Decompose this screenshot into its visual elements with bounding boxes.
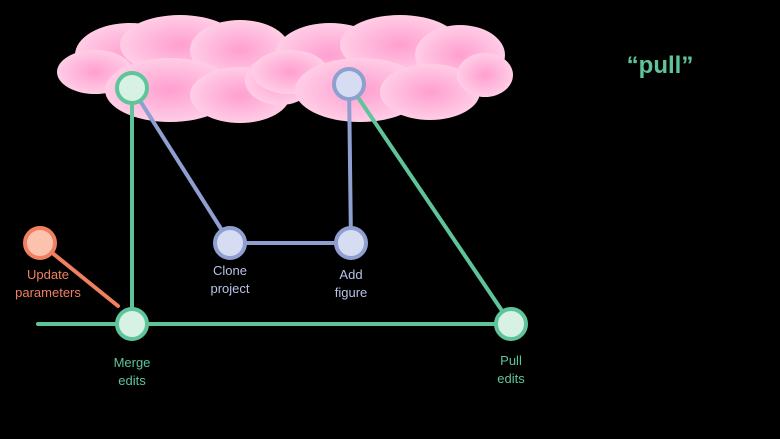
node-add-figure [334,226,368,260]
slide-title: “pull” [626,52,694,79]
node-merge-edits [115,307,149,341]
label-pull-edits: Pull edits [497,353,525,386]
cloud-right [252,15,513,122]
node-clone-project [213,226,247,260]
node-update-parameters [23,226,57,260]
label-add-figure: Add figure [334,267,368,300]
node-cloud-green [115,71,149,105]
edge-cloud-to-pull [347,82,513,326]
edges [36,82,513,326]
label-merge-edits: Merge edits [113,355,151,388]
label-update-parameters: Update parameters [15,267,81,300]
label-clone-project: Clone project [210,263,250,296]
edge-cloud-to-clone [130,86,232,245]
node-pull-edits [494,307,528,341]
edge-add-to-cloud [347,82,353,245]
node-cloud-blue [332,67,366,101]
